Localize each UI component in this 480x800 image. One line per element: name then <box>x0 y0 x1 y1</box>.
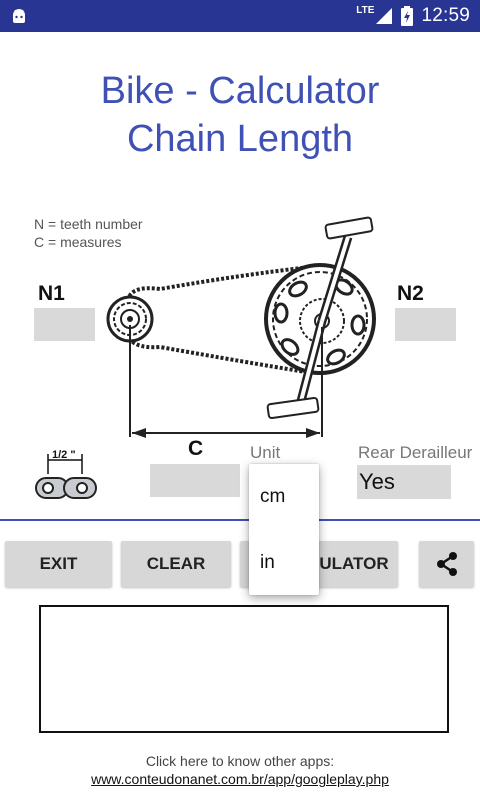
legend-line-teeth: N = teeth number <box>34 216 143 232</box>
rear-derailleur-select[interactable]: Yes <box>357 465 451 499</box>
legend: N = teeth number C = measures <box>34 215 143 251</box>
status-bar: LTE 12:59 <box>0 0 480 32</box>
chain-pitch-label: 1/2 " <box>52 449 76 461</box>
n2-input[interactable] <box>395 308 456 341</box>
label-n2: N2 <box>397 282 424 305</box>
share-button[interactable] <box>419 541 474 587</box>
network-type: LTE <box>356 4 375 16</box>
label-n1: N1 <box>38 282 65 305</box>
chain-link-icon: 1/2 " <box>30 444 102 504</box>
divider <box>0 519 480 521</box>
share-icon <box>434 551 460 577</box>
unit-option-cm[interactable]: cm <box>260 486 286 507</box>
unit-option-in[interactable]: in <box>260 552 275 573</box>
label-rear-derailleur: Rear Derailleur <box>358 443 473 462</box>
apps-link[interactable]: www.conteudonanet.com.br/app/googleplay.… <box>91 771 389 787</box>
label-unit: Unit <box>250 443 281 462</box>
crank-arm <box>266 216 374 420</box>
footer-text: Click here to know other apps: <box>145 753 335 769</box>
clear-button[interactable]: CLEAR <box>121 541 231 587</box>
battery-charging-icon <box>400 6 414 26</box>
unit-dropdown-menu: cm in <box>249 464 319 595</box>
android-icon <box>10 7 28 25</box>
chain-diagram <box>100 215 400 445</box>
footer: Click here to know other apps: www.conte… <box>0 752 480 788</box>
exit-button[interactable]: EXIT <box>5 541 112 587</box>
legend-line-measures: C = measures <box>34 234 122 250</box>
label-c: C <box>188 437 204 460</box>
page-title: Bike - Calculator <box>100 70 380 112</box>
calculator-button-label: ULATOR <box>319 554 389 573</box>
result-box <box>39 605 449 733</box>
n1-input[interactable] <box>34 308 95 341</box>
page-subtitle: Chain Length <box>126 118 354 160</box>
clock: 12:59 <box>421 5 470 26</box>
signal-icon <box>375 7 393 25</box>
c-input[interactable] <box>150 464 240 497</box>
